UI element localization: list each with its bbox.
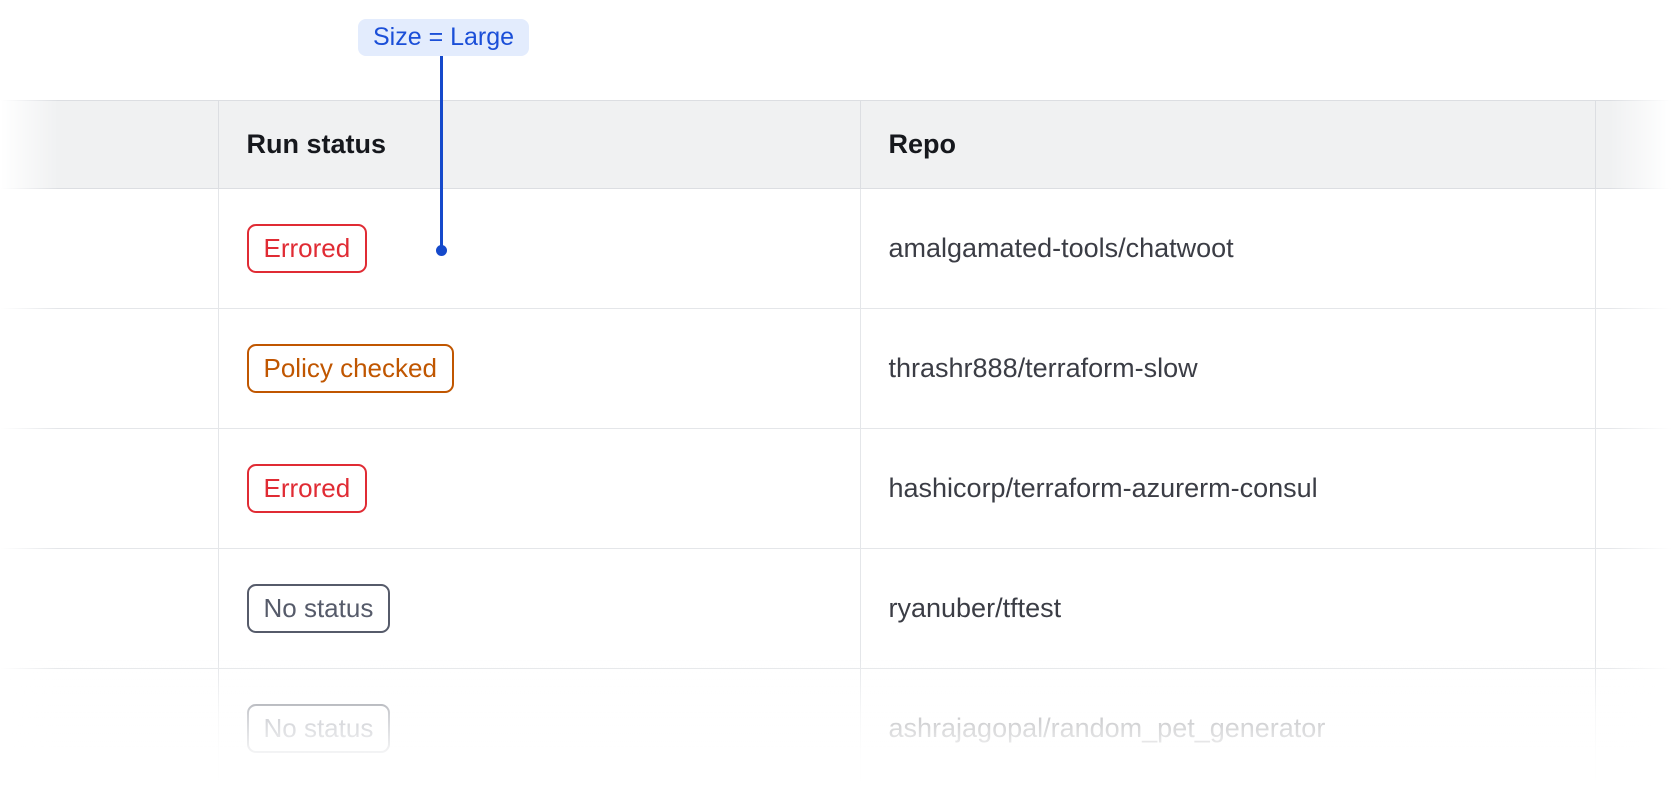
status-badge: Policy checked <box>246 344 454 393</box>
row-select-cell[interactable] <box>0 428 219 549</box>
column-header-extra[interactable] <box>1595 100 1672 189</box>
status-badge: No status <box>246 704 391 753</box>
row-select-cell[interactable] <box>0 548 219 669</box>
row-extra-cell <box>1595 428 1672 549</box>
run-status-cell: No status <box>218 668 861 788</box>
repo-cell: thrashr888/terraform-slow <box>860 308 1596 429</box>
row-extra-cell <box>1595 548 1672 669</box>
run-status-cell: Errored <box>218 428 861 549</box>
run-status-cell: No status <box>218 548 861 669</box>
table-row[interactable]: Errored amalgamated-tools/chatwoot <box>0 188 1672 309</box>
status-badge: Errored <box>246 224 368 273</box>
row-extra-cell <box>1595 308 1672 429</box>
runs-table: Run status Repo Errored amalgamated-tool… <box>0 100 1672 788</box>
run-status-cell: Policy checked <box>218 308 861 429</box>
repo-cell: amalgamated-tools/chatwoot <box>860 188 1596 309</box>
status-badge: Errored <box>246 464 368 513</box>
table-body: Errored amalgamated-tools/chatwoot Polic… <box>0 188 1672 788</box>
row-extra-cell <box>1595 668 1672 788</box>
annotation-pointer-dot <box>436 245 447 256</box>
column-header-repo[interactable]: Repo <box>860 100 1596 189</box>
table-header: Run status Repo <box>0 100 1672 189</box>
runs-table-container: Run status Repo Errored amalgamated-tool… <box>0 100 1672 788</box>
table-header-row: Run status Repo <box>0 100 1672 189</box>
row-select-cell[interactable] <box>0 188 219 309</box>
table-row[interactable]: No status ryanuber/tftest <box>0 548 1672 669</box>
table-row[interactable]: No status ashrajagopal/random_pet_genera… <box>0 668 1672 788</box>
repo-cell: ryanuber/tftest <box>860 548 1596 669</box>
status-badge: No status <box>246 584 391 633</box>
run-status-cell: Errored <box>218 188 861 309</box>
annotation-label: Size = Large <box>358 19 530 56</box>
table-row[interactable]: Policy checked thrashr888/terraform-slow <box>0 308 1672 429</box>
table-row[interactable]: Errored hashicorp/terraform-azurerm-cons… <box>0 428 1672 549</box>
repo-cell: hashicorp/terraform-azurerm-consul <box>860 428 1596 549</box>
annotation-leader-line <box>440 56 443 246</box>
column-header-select[interactable] <box>0 100 219 189</box>
row-select-cell[interactable] <box>0 308 219 429</box>
row-select-cell[interactable] <box>0 668 219 788</box>
row-extra-cell <box>1595 188 1672 309</box>
column-header-run-status[interactable]: Run status <box>218 100 861 189</box>
repo-cell: ashrajagopal/random_pet_generator <box>860 668 1596 788</box>
